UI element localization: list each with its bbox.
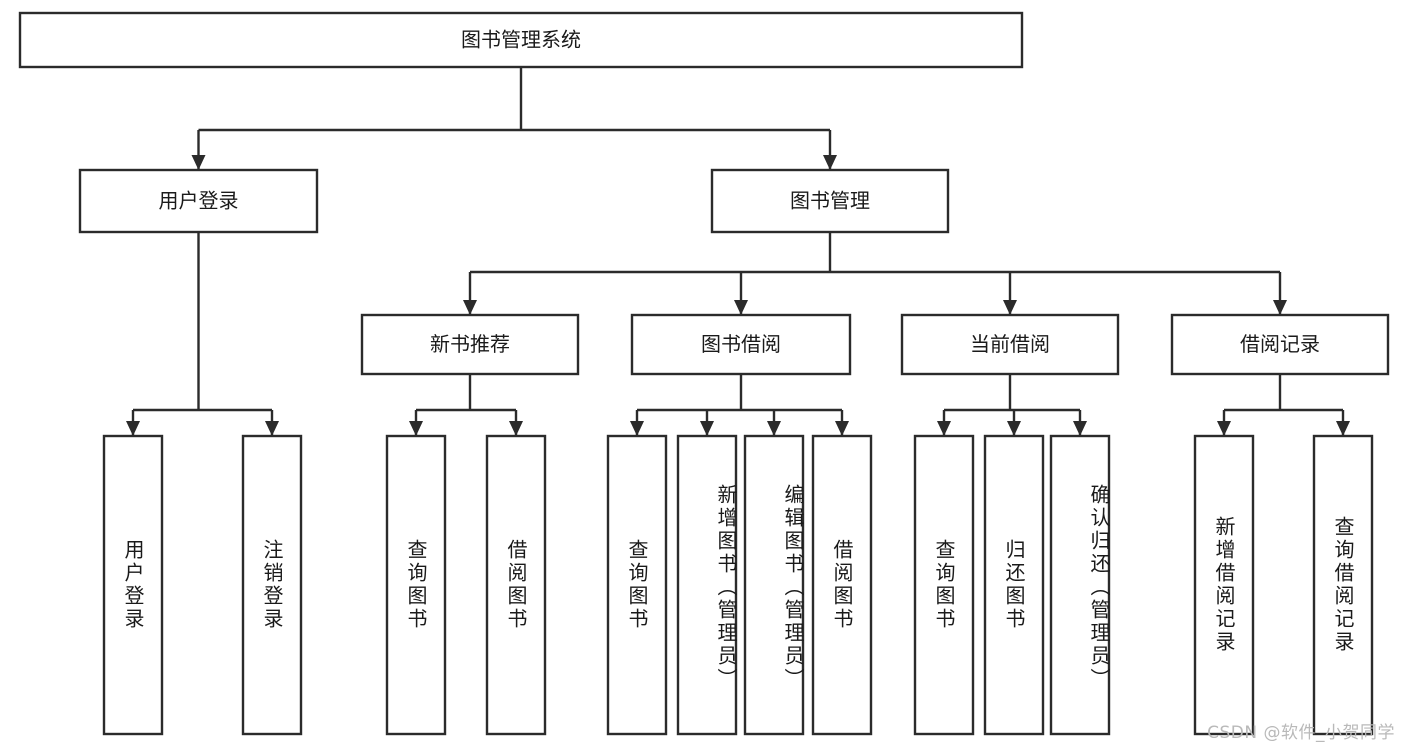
node-新增借阅记录-box[interactable] [1193,434,1255,736]
arrow-head-icon [463,300,477,315]
arrow-head-icon [409,421,423,436]
node-用户登录-box[interactable] [102,434,164,736]
arrow-head-icon [630,421,644,436]
node-注销登录-box[interactable] [241,434,303,736]
arrow-head-icon [1073,421,1087,436]
arrow-head-icon [937,421,951,436]
node-图书借阅-label: 图书借阅 [701,332,781,356]
watermark-text: CSDN @软件_小贺同学 [1207,723,1395,743]
connector-layer [126,67,1350,436]
node-查询借阅记录-box[interactable] [1312,434,1374,736]
arrow-head-icon [767,421,781,436]
node-查询图书-box[interactable] [385,434,447,736]
arrow-head-icon [1003,300,1017,315]
node-查询图书-box[interactable] [913,434,975,736]
arrow-head-icon [1336,421,1350,436]
node-当前借阅-label: 当前借阅 [970,332,1050,356]
node-借阅记录-label: 借阅记录 [1240,332,1320,356]
arrow-head-icon [734,300,748,315]
arrow-head-icon [509,421,523,436]
node-借阅图书-box[interactable] [811,434,873,736]
arrow-head-icon [700,421,714,436]
arrow-head-icon [823,155,837,170]
arrow-head-icon [1007,421,1021,436]
node-图书借阅-box[interactable] [630,313,852,376]
node-借阅图书-box[interactable] [485,434,547,736]
node-图书管理系统-box[interactable] [18,11,1024,69]
arrow-head-icon [191,155,206,170]
node-图书管理-label: 图书管理 [790,189,870,213]
node-编辑图书管理员-box[interactable] [743,434,805,736]
node-新增图书管理员-box[interactable] [676,434,738,736]
node-借阅记录-box[interactable] [1170,313,1390,376]
node-新书推荐-box[interactable] [360,313,580,376]
node-用户登录-label: 用户登录 [159,189,239,213]
arrow-head-icon [1273,300,1287,315]
arrow-head-icon [835,421,849,436]
node-确认归还管理员-box[interactable] [1049,434,1111,736]
arrow-head-icon [265,421,279,436]
node-新书推荐-label: 新书推荐 [430,332,510,356]
node-图书管理-box[interactable] [710,168,950,234]
node-归还图书-box[interactable] [983,434,1045,736]
node-图书管理系统-label: 图书管理系统 [461,28,581,52]
node-当前借阅-box[interactable] [900,313,1120,376]
arrow-head-icon [1217,421,1231,436]
node-box-layer [18,11,1390,736]
node-查询图书-box[interactable] [606,434,668,736]
arrow-head-icon [126,421,140,436]
node-用户登录-box[interactable] [78,168,319,234]
